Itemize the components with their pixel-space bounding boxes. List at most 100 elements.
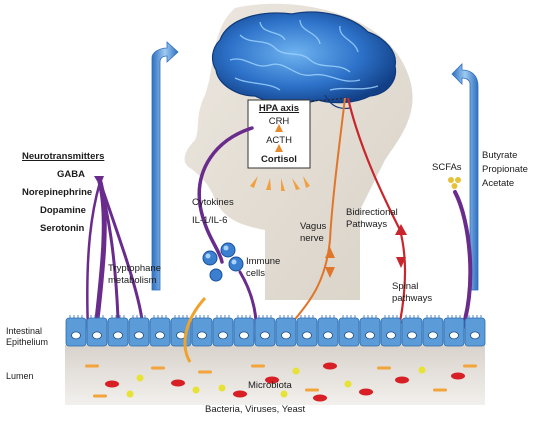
cell-nucleus (428, 331, 438, 340)
neurotransmitter-norepinephrine: Norepinephrine (22, 187, 93, 198)
virus-particle (93, 394, 107, 398)
yeast-particle (418, 366, 426, 374)
cell-nucleus (281, 331, 291, 340)
cell-nucleus (470, 331, 480, 340)
vagus-arrowhead-down (325, 267, 335, 278)
yeast-particle (136, 374, 144, 382)
cell-nucleus (260, 331, 270, 340)
cell-nucleus (344, 331, 354, 340)
virus-particle (251, 364, 265, 368)
virus-particle (85, 364, 99, 368)
bidirectional-label-line1: Bidirectional (346, 207, 398, 218)
hpa-step-acth: ACTH (266, 135, 292, 146)
intestinal-epithelium (65, 315, 486, 347)
microvilli (174, 315, 188, 318)
tryptophane-label-line2: metabolism (108, 275, 157, 286)
lumen-band (65, 345, 485, 405)
cell-nucleus (71, 331, 81, 340)
virus-particle (433, 388, 447, 392)
microvilli (69, 315, 83, 318)
microvilli (111, 315, 125, 318)
cytokines-items: IL-1/IL-6 (192, 215, 228, 226)
vagus-arrowhead-up (325, 247, 335, 258)
microvilli (216, 315, 230, 318)
bacteria-particle (313, 394, 327, 402)
microvilli (363, 315, 377, 318)
hpa-axis-box (247, 99, 311, 169)
microbiota-label: Microbiota (248, 380, 292, 391)
spinal-arrowhead-up (395, 224, 407, 235)
cell-nucleus (239, 331, 249, 340)
cell-nucleus (386, 331, 396, 340)
virus-particle (151, 366, 165, 370)
virus-particle (198, 370, 212, 374)
spinal-arrowhead-down (396, 257, 406, 268)
bacteria-particle (323, 362, 337, 370)
hpa-arrow-1 (275, 124, 283, 132)
microvilli (258, 315, 272, 318)
cell-nucleus (113, 331, 123, 340)
yeast-particle (292, 367, 300, 375)
cell-nucleus (92, 331, 102, 340)
immune-cells-label-line2: cells (246, 268, 266, 279)
neurotransmitter-serotonin: Serotonin (40, 223, 85, 234)
microvilli (447, 315, 461, 318)
hpa-title-text: HPA axis (258, 103, 300, 114)
microvilli (237, 315, 251, 318)
lumen-label: Lumen (6, 371, 34, 381)
cell-nucleus (407, 331, 417, 340)
microvilli (90, 315, 104, 318)
spinal-label-line2: pathways (392, 293, 433, 304)
cell-nucleus (302, 331, 312, 340)
neurotransmitters-title: Neurotransmitters (22, 151, 105, 162)
microvilli (279, 315, 293, 318)
cell-nucleus (134, 331, 144, 340)
epithelium-label-line2: Epithelium (6, 337, 49, 347)
hpa-step-cortisol: Cortisol (261, 154, 297, 165)
microvilli (132, 315, 146, 318)
microvilli (405, 315, 419, 318)
yeast-particle (126, 390, 134, 398)
bidirectional-label-line2: Pathways (346, 219, 388, 230)
scfa-butyrate: Butyrate (482, 150, 518, 161)
immune-orange-arc (183, 296, 207, 363)
yeast-particle (280, 390, 288, 398)
scfa-acetate: Acetate (482, 178, 515, 189)
bacteria-particle (395, 376, 409, 384)
epithelium-label-line1: Intestinal (6, 326, 43, 336)
scfa-propionate: Propionate (482, 164, 528, 175)
virus-particle (463, 364, 477, 368)
neurotransmitter-dopamine: Dopamine (40, 205, 86, 216)
neurotransmitter-gaba: GABA (57, 169, 85, 180)
cell-nucleus (449, 331, 459, 340)
bacteria-particle (233, 390, 247, 398)
hpa-axis-title: HPA axis (248, 103, 310, 115)
microbiota-particles (85, 362, 477, 402)
scfa-molecules-icon (448, 177, 461, 189)
cell-nucleus (323, 331, 333, 340)
vagus-nerve-label-line1: Vagus (300, 221, 327, 232)
microbiota-types-label: Bacteria, Viruses, Yeast (205, 404, 306, 415)
virus-particle (377, 366, 391, 370)
cytokines-label: Cytokines (192, 197, 234, 208)
bacteria-particle (265, 376, 279, 384)
spinal-label-line1: Spinal (392, 281, 419, 292)
microvilli (321, 315, 335, 318)
vagus-nerve-label-line2: nerve (300, 233, 324, 244)
microvilli (468, 315, 482, 318)
purple-arrowhead-neuro (94, 176, 104, 186)
microvilli (342, 315, 356, 318)
bacteria-particle (105, 380, 119, 388)
microvilli (153, 315, 167, 318)
bacteria-particle (451, 372, 465, 380)
yeast-particle (344, 380, 352, 388)
immune-cells-label-line1: Immune (246, 256, 281, 267)
hpa-arrow-2 (275, 144, 283, 152)
scfas-label: SCFAs (432, 162, 462, 173)
hpa-step-crh: CRH (268, 116, 290, 127)
microvilli (384, 315, 398, 318)
vagus-nerve-path (289, 97, 346, 326)
bacteria-particle (359, 388, 373, 396)
cell-nucleus (197, 331, 207, 340)
